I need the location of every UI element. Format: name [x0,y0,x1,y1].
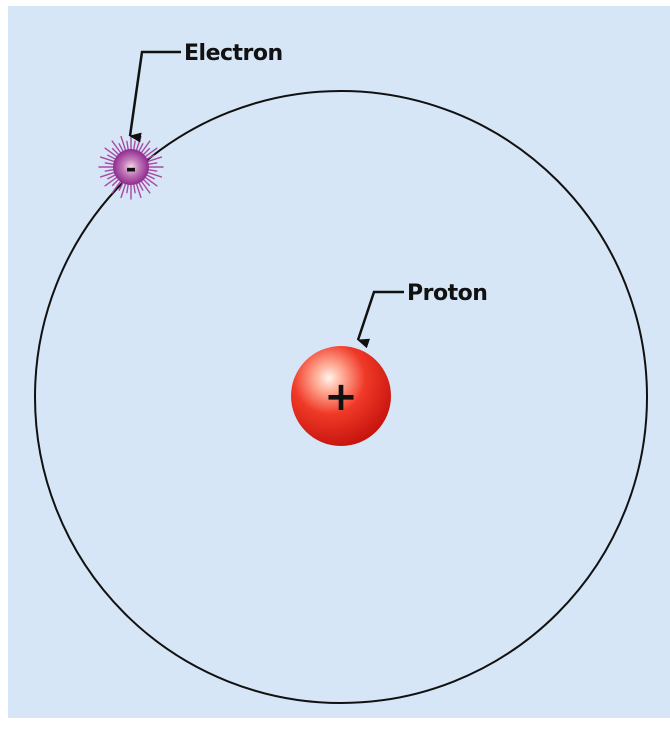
proton-label: Proton [407,281,487,306]
electron-label: Electron [184,41,283,66]
proton-sphere [291,346,391,446]
electron: - [98,134,164,200]
proton-pointer-arrow [356,290,404,349]
proton: + [291,346,391,446]
orbit-ring [34,90,648,704]
electron-core [113,149,149,185]
electron-pointer-arrow [128,50,181,143]
proton-sign: + [324,374,358,420]
electron-sign: - [126,154,137,184]
